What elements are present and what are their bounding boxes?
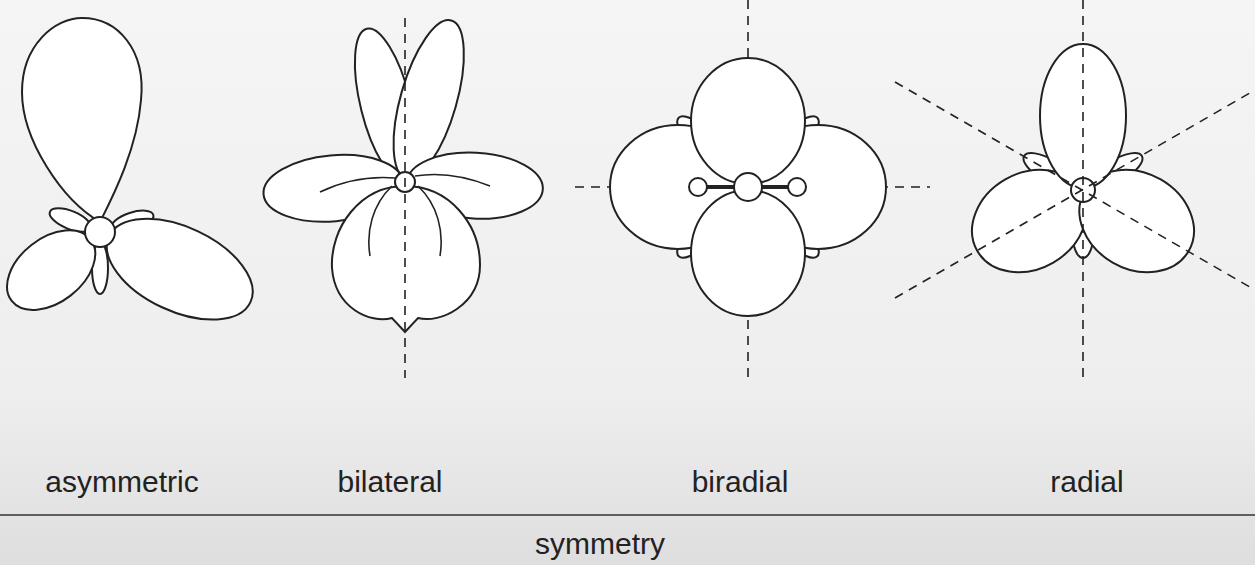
radial-flower bbox=[895, 0, 1255, 380]
figure-caption: symmetry bbox=[535, 527, 665, 560]
asymmetric-flower bbox=[0, 18, 268, 340]
symmetry-type-label: radial bbox=[1050, 465, 1123, 498]
divider-line bbox=[0, 514, 1255, 516]
bilateral-flower bbox=[261, 13, 545, 378]
symmetry-type-label: biradial bbox=[692, 465, 789, 498]
symmetry-type-label: bilateral bbox=[337, 465, 442, 498]
symmetry-type-label: asymmetric bbox=[45, 465, 198, 498]
biradial-flower bbox=[575, 0, 930, 378]
